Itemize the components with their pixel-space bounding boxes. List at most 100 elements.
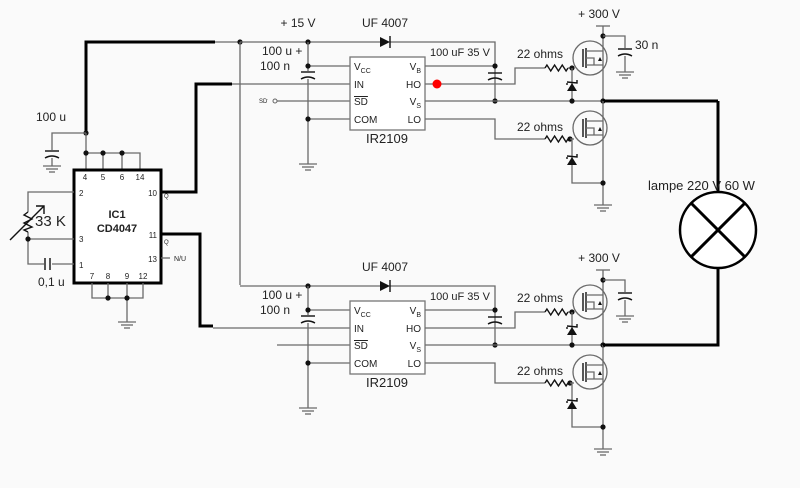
wire [571,383,603,428]
supply-wire [84,40,215,133]
input-cap-label-1: 100 u + [262,44,302,58]
input-capacitor [300,71,316,80]
pin-sd: SD [354,97,368,108]
junction-node [305,63,311,69]
wire [603,268,720,347]
pin-10: 10 [148,189,157,198]
wire [51,132,86,150]
pin-vcc: VCC [354,306,371,319]
wire [544,134,569,144]
mosfet-icon [572,40,608,76]
ic-cd4047-body [72,168,163,285]
gate-r-low-label: 22 ohms [517,364,563,378]
pin-ho: HO [406,324,421,335]
pin-1: 1 [79,261,84,270]
junction-node [105,295,111,301]
snubber-capacitor [617,48,633,57]
diode-icon [380,280,391,292]
junction-node [100,150,106,156]
diode-label: UF 4007 [362,16,408,30]
input-capacitor [300,315,316,324]
wire [603,279,626,292]
pin-11: 11 [149,231,158,240]
supply-capacitor [44,150,60,159]
mosfet-icon [572,354,608,390]
mosfet-icon [572,284,608,320]
junction-node [83,150,89,156]
wire [91,283,144,299]
zener-diode-icon [566,80,578,91]
ir2109-label: IR2109 [366,131,408,146]
input-cap-label-2: 100 n [260,303,290,317]
wire [586,371,595,379]
wire [566,324,578,328]
wire [566,80,578,84]
wire [603,35,626,48]
supply-cap-label: 100 u [36,110,66,124]
wire [9,205,45,241]
ic-ir2109-body [349,56,426,131]
pin-8: 8 [106,272,111,281]
bootstrap-capacitor [487,316,503,325]
ir2109-label: IR2109 [366,375,408,390]
wire [86,152,141,170]
ground-symbol [43,160,61,173]
q-output-wire [161,82,232,194]
pin-vs: VS [410,97,422,110]
timing-capacitor [44,258,51,270]
hv-supply-label: + 300 V [578,251,620,265]
zener-diode-icon [566,398,578,409]
junction-node [492,63,498,69]
sd-input-label: SD [259,99,268,105]
wire [566,154,578,158]
junction-node [569,98,575,104]
snubber-label: 30 n [635,38,658,52]
pin-ho: HO [406,80,421,91]
qbar-output-label: Q [164,240,169,246]
wire [544,63,569,73]
junction-node [492,307,498,313]
gate-resistor-high [544,63,569,73]
wire [27,232,44,265]
bootstrap-cap-label: 100 uF 35 V [430,47,491,59]
pin-3: 3 [79,235,84,244]
pin-7: 7 [90,272,95,281]
pot-label: 33 K [35,213,66,230]
ic-part-label: CD4047 [97,223,137,235]
bootstrap-capacitor [487,72,503,81]
pin-9: 9 [125,272,130,281]
potentiometer-icon [9,205,45,241]
gate-r-high-label: 22 ohms [517,291,563,305]
gate-r-low-label: 22 ohms [517,120,563,134]
diode-label: UF 4007 [362,260,408,274]
wire [566,398,578,402]
gate-resistor-high [544,307,569,317]
junction-node [569,342,575,348]
bootstrap-cap-label: 100 uF 35 V [430,291,491,303]
ground-symbol [118,316,136,329]
wire [544,307,569,317]
junction-node [305,360,311,366]
junction-node [600,424,606,430]
diode-icon [380,36,391,48]
ground-symbol [299,402,317,415]
wire [689,201,747,259]
junction-node [305,307,311,313]
wire [544,378,569,388]
ground-symbol [616,66,634,79]
pin-sd: SD [354,341,368,352]
junction-node [124,295,130,301]
sd-input-terminal [272,98,278,104]
pin-2: 2 [79,189,84,198]
pin-com: COM [354,115,377,126]
ic-ref-label: IC1 [108,209,125,221]
junction-node [25,236,31,242]
ground-symbol [299,158,317,171]
ground-symbol [594,199,612,212]
supply-15v-label: + 15 V [280,16,315,30]
lamp: lampe 220 V 60 W [603,101,758,347]
